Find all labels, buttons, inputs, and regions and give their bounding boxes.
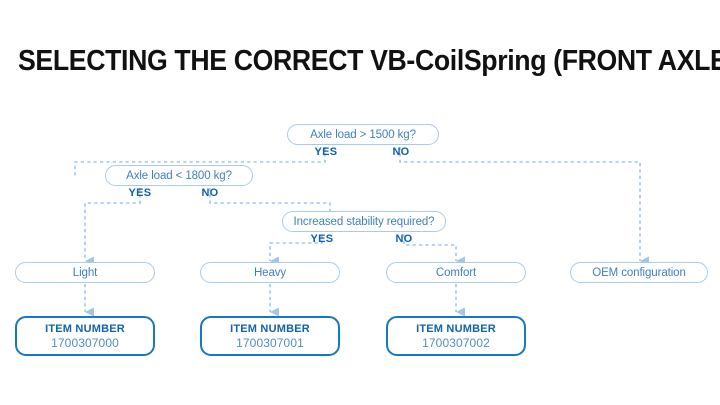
branch-label-d2-yes: YES — [128, 187, 152, 199]
branch-label-d2-no: NO — [201, 187, 219, 199]
branch-label-d3-yes: YES — [310, 233, 334, 245]
item-number-card-light[interactable]: ITEM NUMBER 1700307000 — [15, 316, 155, 356]
item-number-title: ITEM NUMBER — [416, 323, 496, 335]
decision-node-increased-stability[interactable]: Increased stability required? — [282, 211, 446, 232]
result-node-comfort[interactable]: Comfort — [386, 262, 526, 283]
decision-node-axle-load-1800[interactable]: Axle load < 1800 kg? — [105, 165, 253, 186]
result-label: Heavy — [253, 266, 287, 279]
connector-d1-no-to-oem — [399, 147, 649, 266]
branch-label-d3-no: NO — [395, 233, 413, 245]
item-number-title: ITEM NUMBER — [45, 323, 125, 335]
decision-label: Increased stability required? — [293, 215, 435, 228]
branch-label-d1-yes: YES — [314, 146, 338, 158]
result-label: Comfort — [435, 266, 477, 279]
result-node-heavy[interactable]: Heavy — [200, 262, 340, 283]
branch-label-d1-no: NO — [392, 146, 410, 158]
decision-node-axle-load-1500[interactable]: Axle load > 1500 kg? — [287, 124, 439, 145]
decision-label: Axle load > 1500 kg? — [310, 128, 416, 141]
result-label: Light — [72, 266, 98, 279]
item-number-value: 1700307000 — [51, 336, 119, 350]
result-node-light[interactable]: Light — [15, 262, 155, 283]
item-number-title: ITEM NUMBER — [230, 323, 310, 335]
item-number-card-heavy[interactable]: ITEM NUMBER 1700307001 — [200, 316, 340, 356]
page-title: SELECTING THE CORRECT VB-CoilSpring (FRO… — [18, 45, 720, 77]
result-label: OEM configuration — [592, 266, 686, 279]
decision-label: Axle load < 1800 kg? — [126, 169, 232, 182]
item-number-card-comfort[interactable]: ITEM NUMBER 1700307002 — [386, 316, 526, 356]
item-number-value: 1700307002 — [422, 336, 490, 350]
item-number-value: 1700307001 — [236, 336, 304, 350]
result-node-oem-configuration[interactable]: OEM configuration — [570, 262, 708, 283]
